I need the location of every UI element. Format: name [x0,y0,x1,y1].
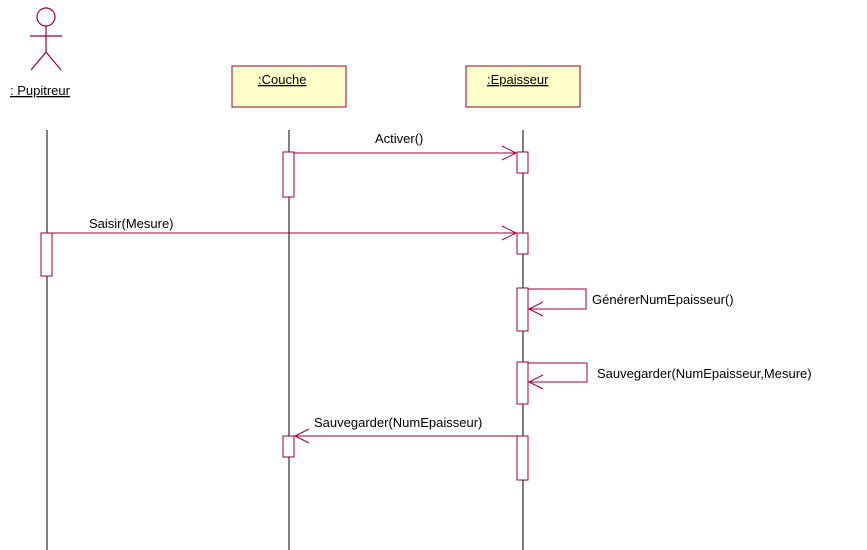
arrowhead-icon [501,225,518,241]
actor-label: : Pupitreur [10,83,71,98]
message-saisir-label: Saisir(Mesure) [89,216,174,231]
activation-epaisseur-3 [516,287,529,332]
object-epaisseur-label: :Epaisseur [487,72,549,87]
activation-epaisseur-5 [516,435,529,481]
object-couche-label: :Couche [258,72,306,87]
object-epaisseur[interactable]: :Epaisseur [465,65,581,108]
arrowhead-icon [501,145,518,161]
arrowhead-icon [293,428,310,444]
object-couche[interactable]: :Couche [231,65,347,108]
arrowhead-icon [527,301,544,317]
message-saisir[interactable]: Saisir(Mesure) [52,216,518,241]
message-sauvegarder-self[interactable]: Sauvegarder(NumEpaisseur,Mesure) [527,362,812,390]
activation-epaisseur-4 [516,361,529,405]
message-sauvegarder-couche-label: Sauvegarder(NumEpaisseur) [314,415,482,430]
arrowhead-icon [527,374,544,390]
activation-epaisseur-1 [516,151,529,174]
actor-stick-figure-icon [30,7,62,71]
message-generer-label: GénérerNumEpaisseur() [592,292,734,307]
message-sauvegarder-couche[interactable]: Sauvegarder(NumEpaisseur) [293,415,517,444]
message-sauvegarder-self-label: Sauvegarder(NumEpaisseur,Mesure) [597,366,812,381]
activation-couche-2 [282,435,295,458]
message-activer[interactable]: Activer() [294,131,518,161]
activation-epaisseur-2 [516,232,529,255]
message-activer-label: Activer() [375,131,423,146]
activation-pupitreur-1 [40,232,53,277]
activation-couche-1 [282,151,295,198]
message-generer[interactable]: GénérerNumEpaisseur() [527,288,734,317]
actor-pupitreur[interactable]: : Pupitreur [10,7,71,98]
